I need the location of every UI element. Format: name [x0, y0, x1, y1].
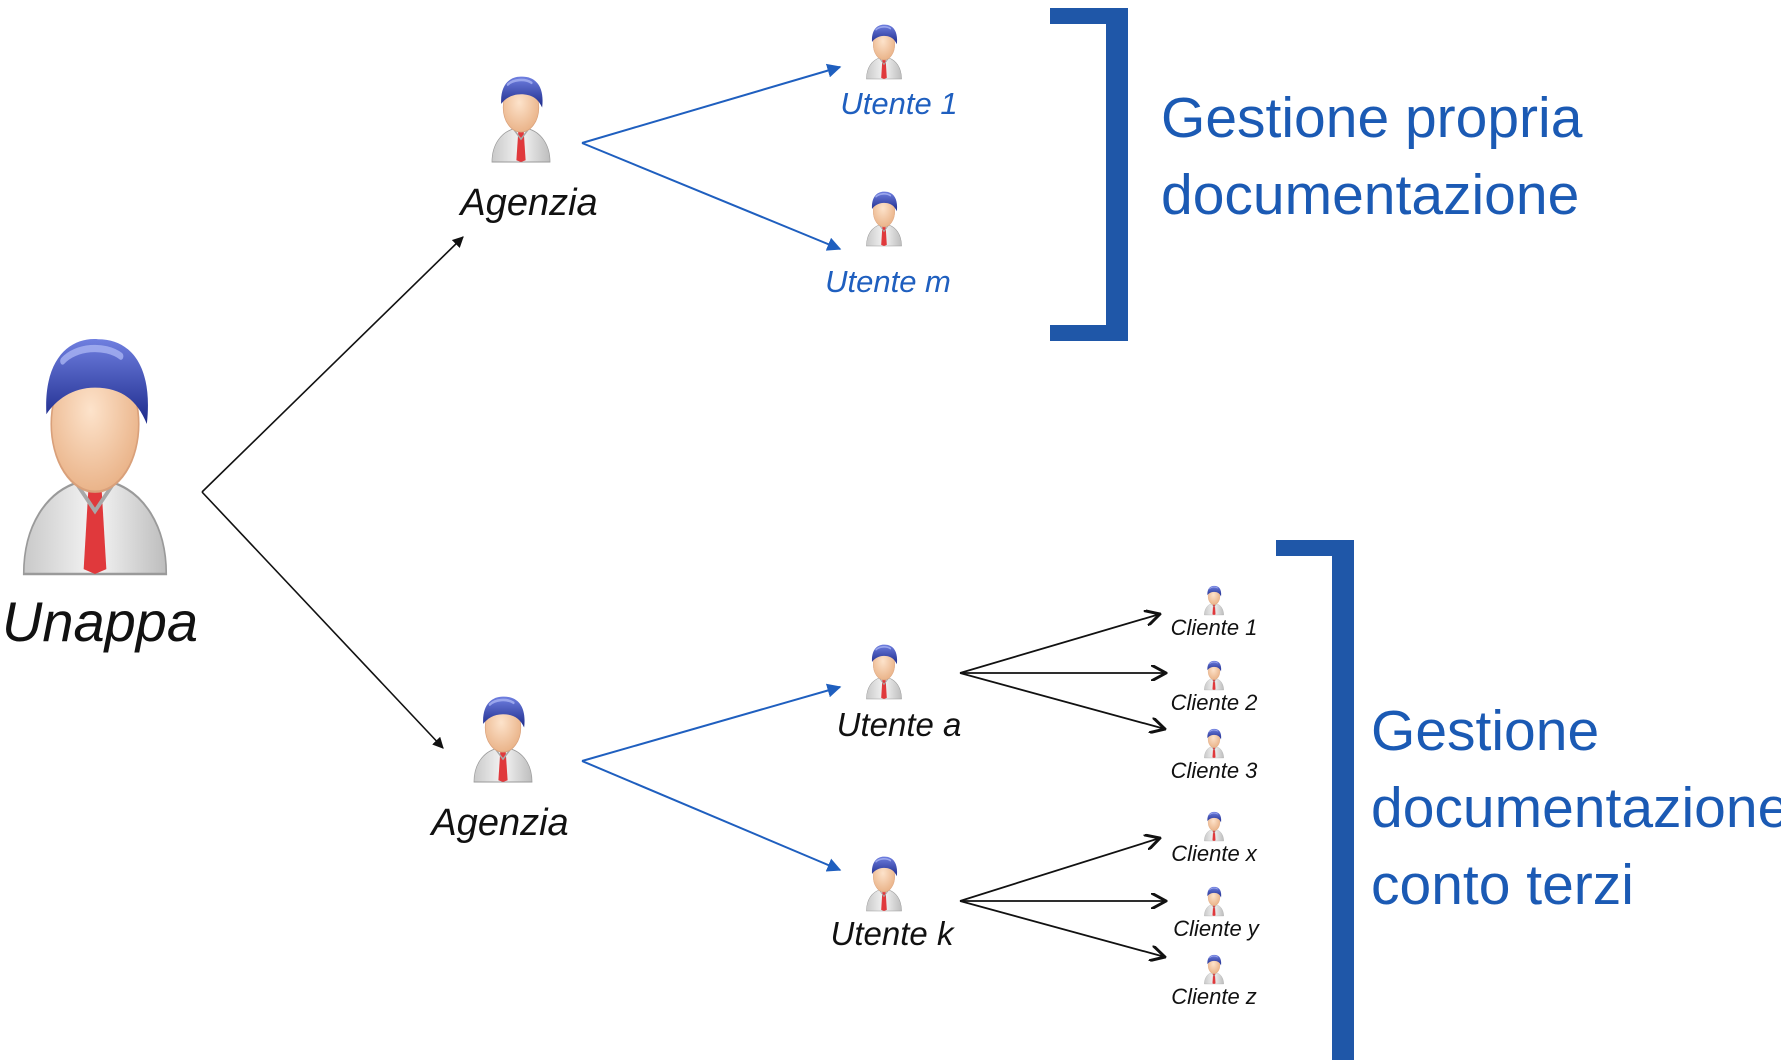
client-3-person-icon [1203, 728, 1225, 759]
group-2-label-line-1: Gestione [1371, 699, 1600, 763]
edge-agency-2-user-a [581, 683, 842, 762]
user-a-label: Utente a [836, 706, 962, 743]
group-1-label: Gestione propria documentazione [1161, 80, 1582, 234]
user-k-person-icon [865, 855, 903, 912]
edge-root-agency-2 [201, 491, 444, 749]
client-2-person-icon [1203, 660, 1225, 691]
client-y-label: Cliente y [1173, 916, 1259, 941]
agency-1-person-icon [490, 75, 552, 164]
group-2-label-line-2: documentazione [1371, 776, 1781, 840]
group-1-label-line-1: Gestione propria [1161, 86, 1583, 150]
client-x-person-icon [1203, 811, 1225, 842]
edge-agency-1-user-1 [581, 63, 842, 144]
root-person-icon [14, 332, 176, 574]
user-m-person-icon [865, 190, 903, 247]
client-3-label: Cliente 3 [1170, 758, 1258, 783]
client-y-person-icon [1203, 886, 1225, 917]
group-2-label: Gestione documentazione conto terzi [1371, 693, 1781, 924]
agency-1-label: Agenzia [460, 182, 598, 224]
edge-user-a-client-3 [959, 672, 1165, 729]
client-2-label: Cliente 2 [1170, 690, 1258, 715]
user-a-person-icon [865, 643, 903, 700]
client-z-person-icon [1203, 954, 1225, 985]
client-1-person-icon [1203, 585, 1225, 616]
group-1-bracket [1050, 8, 1128, 341]
client-1-label: Cliente 1 [1170, 615, 1258, 640]
user-k-label: Utente k [830, 915, 954, 952]
user-1-label: Utente 1 [840, 86, 958, 121]
user-1-person-icon [865, 23, 903, 80]
agency-2-label: Agenzia [431, 802, 569, 844]
edge-agency-1-user-m [581, 142, 842, 251]
edge-root-agency-1 [201, 236, 464, 493]
client-x-label: Cliente x [1171, 841, 1257, 866]
agency-2-person-icon [472, 695, 534, 784]
edge-agency-2-user-k [581, 760, 842, 872]
edge-user-k-client-z [959, 900, 1165, 957]
client-z-label: Cliente z [1171, 984, 1257, 1009]
group-2-label-line-3: conto terzi [1371, 853, 1634, 917]
group-1-label-line-2: documentazione [1161, 163, 1580, 227]
user-m-label: Utente m [825, 264, 951, 299]
edge-user-a-client-1 [959, 614, 1160, 674]
edge-user-k-client-x [959, 838, 1160, 902]
group-2-bracket [1276, 540, 1354, 1060]
root-label: Unappa [1, 590, 199, 653]
